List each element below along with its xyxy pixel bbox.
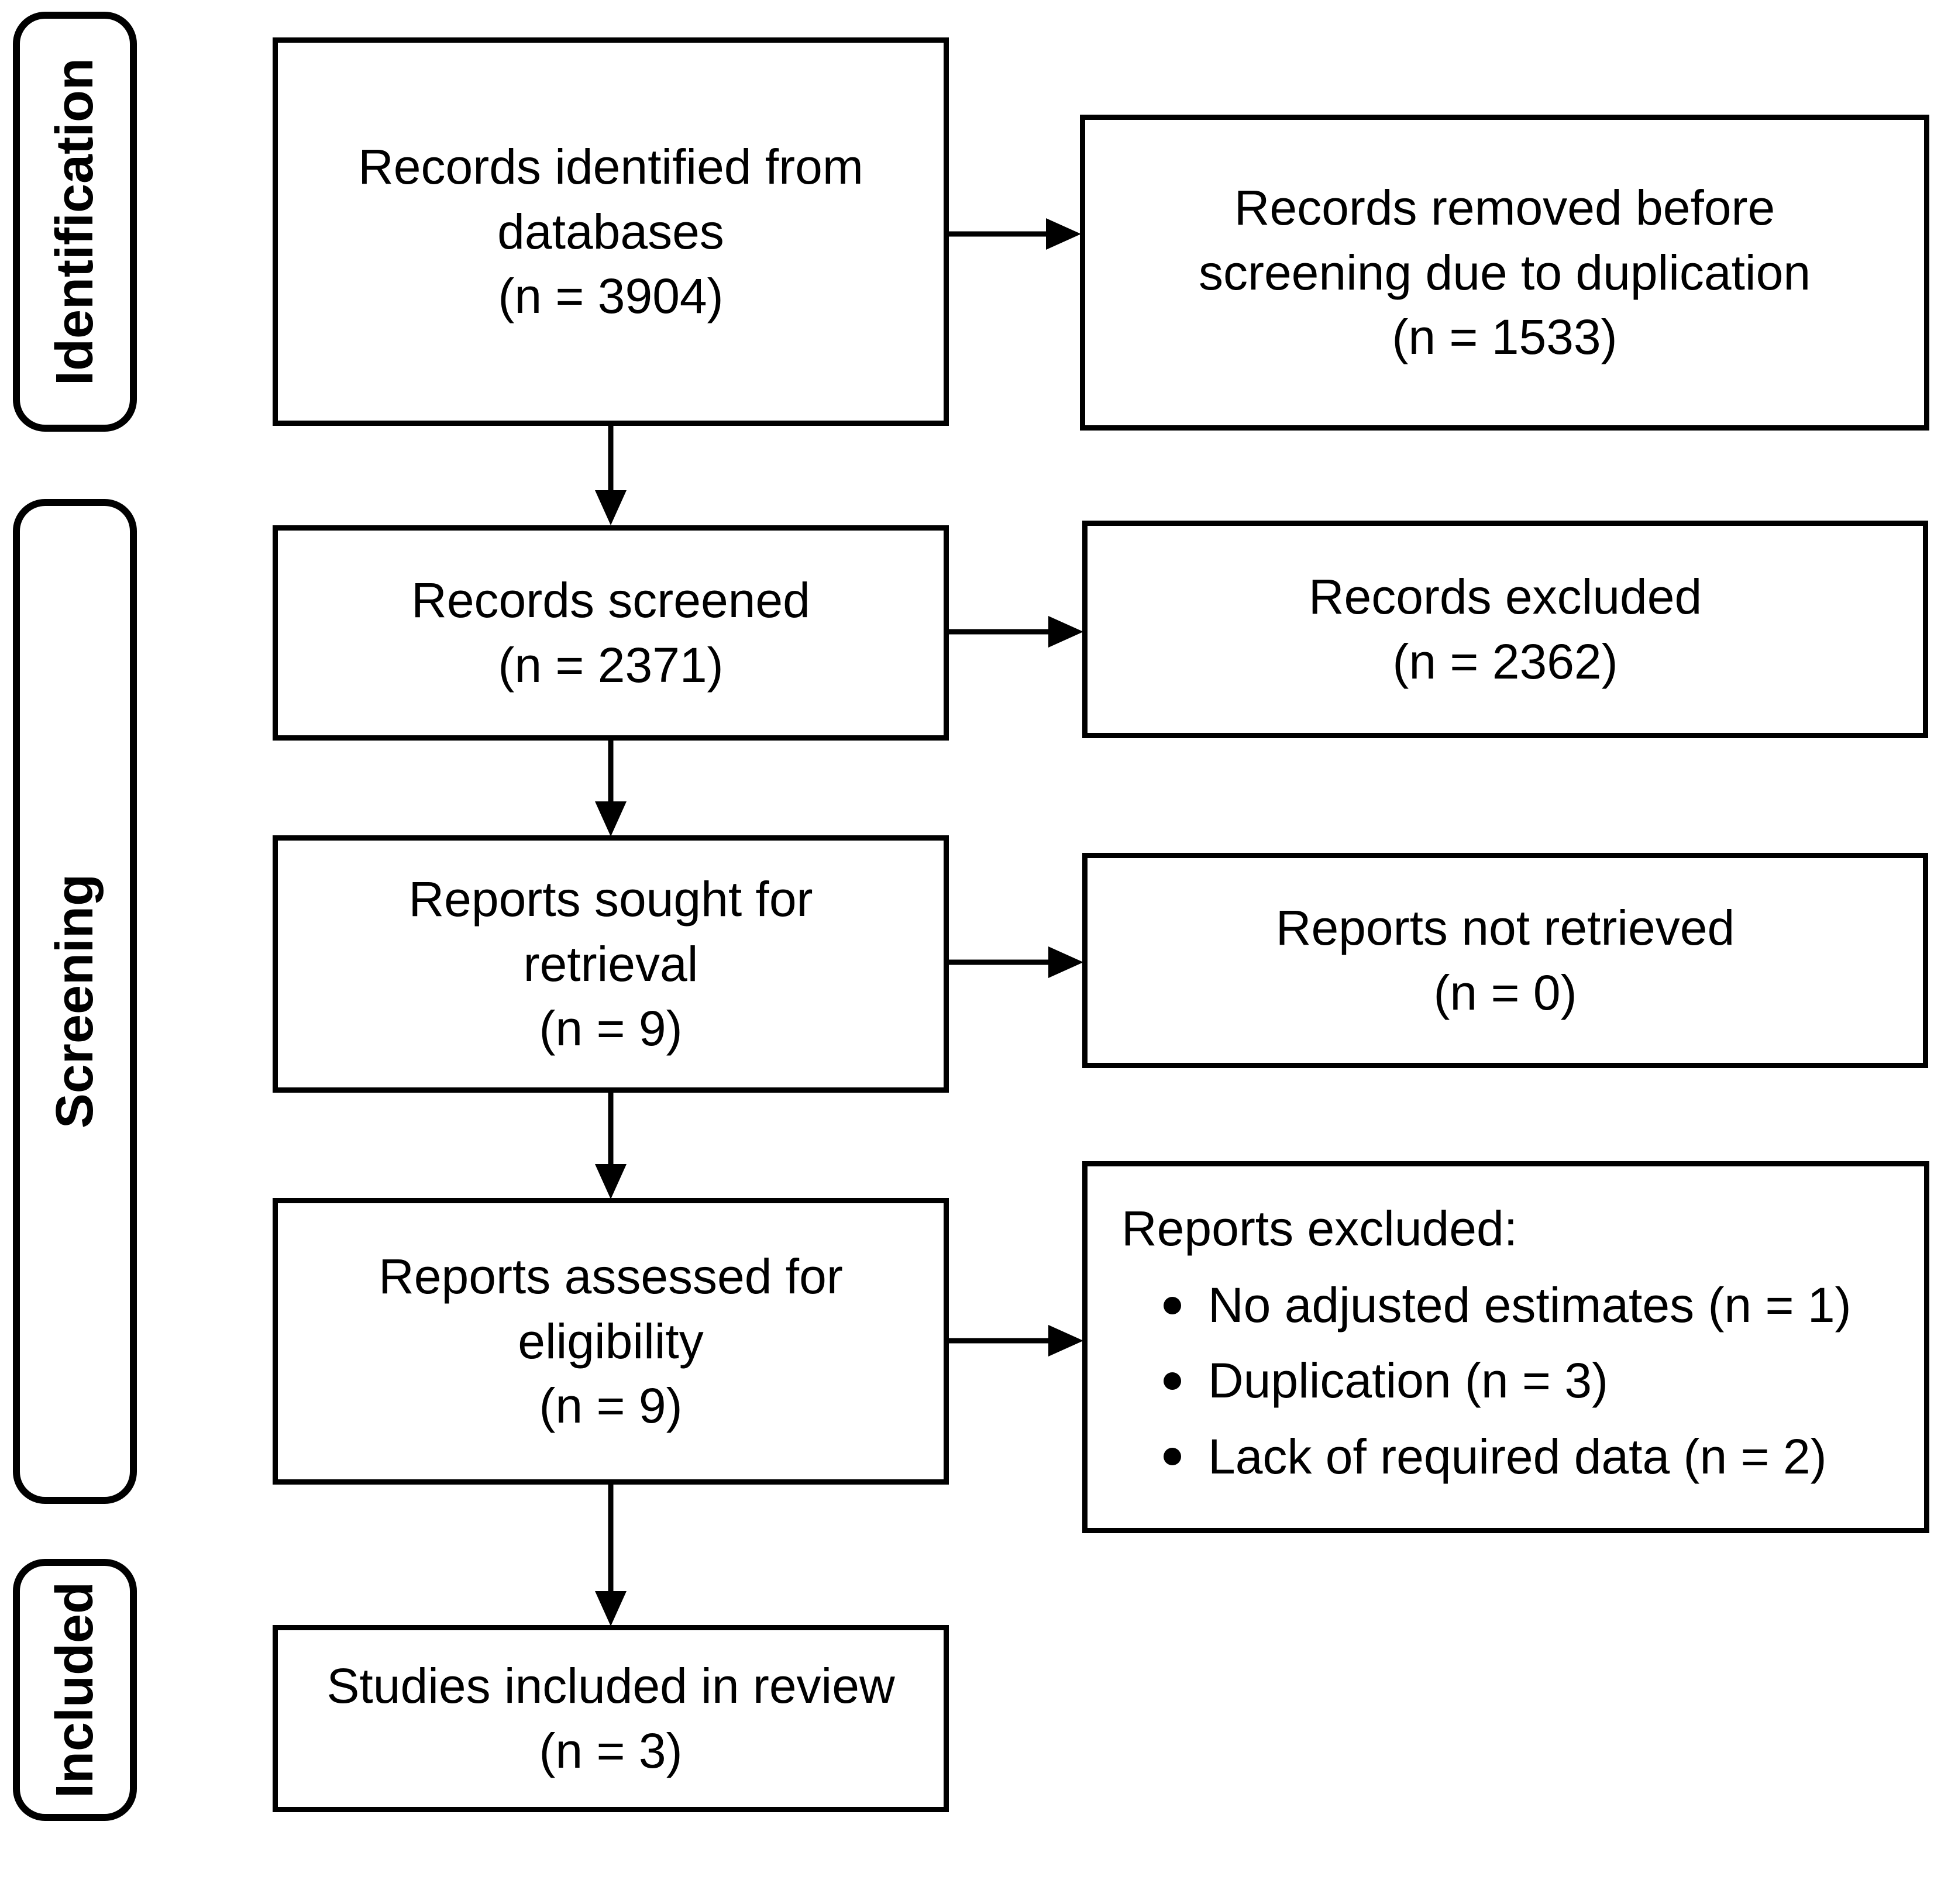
box-records-removed-duplicates: Records removed before screening due to … [1080,115,1929,431]
box-line: retrieval [523,936,698,991]
box-line: Studies included in review [326,1658,895,1714]
box-count: (n = 2371) [498,638,724,693]
box-line: Records removed before [1234,180,1775,235]
box-count: (n = 1533) [1392,309,1618,365]
box-reports-sought: Reports sought for retrieval (n = 9) [273,835,949,1093]
box-reports-assessed: Reports assessed for eligibility (n = 9) [273,1198,949,1485]
stage-box-included: Included [13,1559,137,1821]
box-count: (n = 0) [1433,965,1577,1020]
box-line: Reports not retrieved [1275,900,1735,956]
bullet-dot [1164,1372,1181,1390]
box-records-screened: Records screened (n = 2371) [273,525,949,741]
arrow-screened-to-sought [595,739,627,836]
box-studies-included: Studies included in review (n = 3) [273,1625,949,1812]
list-item: Duplication (n = 3) [1164,1349,1852,1413]
arrow-assessed-to-excluded [948,1325,1083,1356]
box-line: Records excluded [1308,569,1702,625]
box-count: (n = 3904) [498,268,724,324]
box-records-excluded: Records excluded (n = 2362) [1082,521,1928,738]
bullet-dot [1164,1448,1181,1466]
stage-label-included: Included [45,1581,104,1799]
arrow-sought-to-not-retrieved [948,946,1083,978]
box-reports-excluded: Reports excluded: No adjusted estimates … [1082,1161,1929,1533]
exclusion-reason: No adjusted estimates (n = 1) [1208,1278,1852,1333]
exclusion-reason: Duplication (n = 3) [1208,1353,1609,1409]
stage-label-screening: Screening [45,874,104,1129]
arrow-screened-to-excluded [948,616,1083,648]
arrow-identified-to-screened [595,425,627,525]
stage-label-identification: Identification [45,58,104,385]
bullet-dot [1164,1296,1181,1314]
box-line: Reports assessed for [378,1248,843,1304]
box-line: Records screened [411,573,810,628]
box-count: (n = 9) [539,1001,683,1056]
box-count: (n = 3) [539,1723,683,1778]
exclusion-reason: Lack of required data (n = 2) [1208,1428,1827,1484]
box-line: screening due to duplication [1198,245,1811,300]
reports-excluded-list: No adjusted estimates (n = 1) Duplicatio… [1121,1273,1852,1489]
reports-excluded-title: Reports excluded: [1121,1201,1518,1256]
box-records-identified: Records identified from databases (n = 3… [273,37,949,426]
box-line: eligibility [518,1313,704,1369]
box-line: Records identified from [358,139,863,194]
box-count: (n = 9) [539,1378,683,1434]
box-count: (n = 2362) [1392,634,1618,689]
list-item: No adjusted estimates (n = 1) [1164,1273,1852,1337]
stage-box-screening: Screening [13,499,137,1504]
box-reports-not-retrieved: Reports not retrieved (n = 0) [1082,853,1928,1068]
arrow-identified-to-removed [948,218,1081,250]
list-item: Lack of required data (n = 2) [1164,1425,1852,1489]
arrow-assessed-to-included [595,1482,627,1626]
arrow-sought-to-assessed [595,1090,627,1199]
box-line: Reports sought for [408,871,813,927]
stage-box-identification: Identification [13,12,137,432]
box-line: databases [497,204,724,259]
